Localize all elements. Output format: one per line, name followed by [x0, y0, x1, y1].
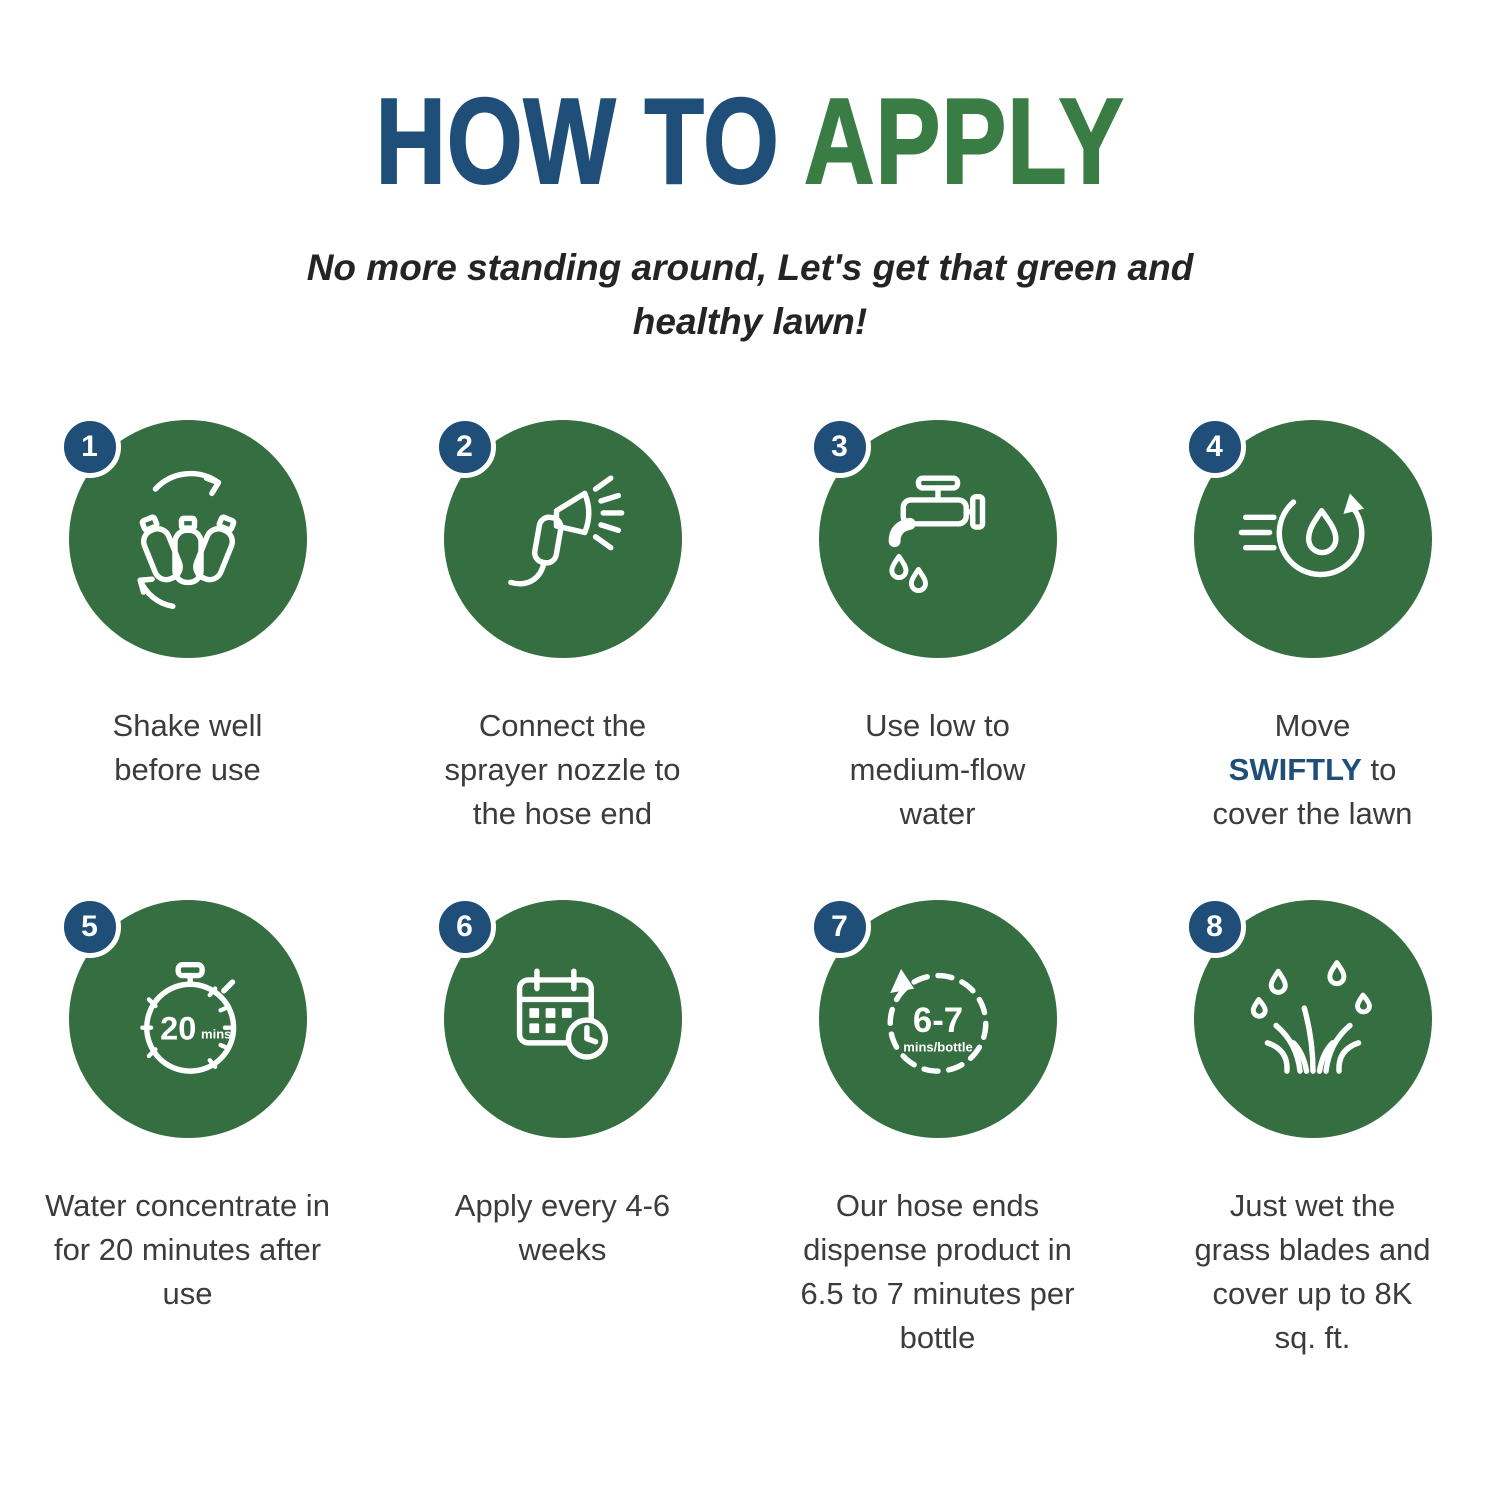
- step-caption: Use low to medium-flow water: [849, 708, 1026, 832]
- stopwatch-minutes-text: 20: [160, 1011, 196, 1047]
- step-8-icon-wrap: 8: [1183, 896, 1432, 1139]
- step-8: 8: [1125, 896, 1500, 1360]
- timer-mins-bottle-label: mins/bottle: [903, 1040, 972, 1055]
- step-icon-circle: [443, 420, 682, 659]
- sprayer-nozzle-icon: [507, 475, 624, 587]
- step-4-icon-wrap: 4: [1183, 416, 1432, 659]
- caption-emphasis: SWIFTLY: [1228, 752, 1362, 788]
- step-3-icon-wrap: 3: [808, 416, 1057, 659]
- step-6-icon-wrap: 6: [433, 896, 682, 1139]
- calendar-clock-icon: [516, 968, 608, 1060]
- step-6: 6: [375, 896, 750, 1360]
- step-caption: Apply every 4-6 weeks: [454, 1188, 671, 1268]
- step-caption: Connect the sprayer nozzle to the hose e…: [444, 708, 681, 832]
- steps-grid: 1 Shake well bef: [0, 416, 1500, 1360]
- stopwatch-icon: 20 mins: [139, 962, 236, 1075]
- grass-drops-icon: [1250, 960, 1372, 1075]
- step-5-icon-wrap: 5: [58, 896, 307, 1139]
- step-number-badge: 8: [1183, 896, 1246, 959]
- step-7-icon-wrap: 7 6-7 mins/bottle: [808, 896, 1057, 1139]
- step-caption: Water concentrate in for 20 minutes afte…: [45, 1188, 330, 1312]
- timer-icon: 6-7 mins/bottle: [887, 969, 988, 1075]
- title-how-to: HOW TO: [375, 73, 780, 209]
- stopwatch-mins-label: mins: [201, 1027, 231, 1042]
- timer-minutes-text: 6-7: [912, 1002, 962, 1040]
- step-caption: Just wet the grass blades and cover up t…: [1194, 1188, 1431, 1356]
- subtitle: No more standing around, Let's get that …: [306, 246, 1194, 342]
- step-4: 4 Move SWIFTLY to cover the law: [1125, 416, 1500, 836]
- step-caption: Shake well before use: [112, 708, 263, 788]
- step-number-badge: 3: [808, 416, 871, 479]
- step-number-badge: 1: [58, 416, 121, 479]
- step-number-badge: 6: [433, 896, 496, 959]
- shake-bottles-icon: [137, 471, 236, 610]
- swift-water-icon: [1238, 493, 1364, 578]
- step-caption: Move SWIFTLY to cover the lawn: [1209, 704, 1417, 836]
- step-caption: Our hose ends dispense product in 6.5 to…: [800, 1188, 1075, 1356]
- caption-suffix: to cover the lawn: [1212, 752, 1413, 832]
- step-5: 5: [0, 896, 375, 1360]
- caption-prefix: Move: [1274, 708, 1351, 744]
- step-icon-circle: 20 mins: [68, 900, 307, 1139]
- step-3: 3: [750, 416, 1125, 836]
- step-number-badge: 7: [808, 896, 871, 959]
- title-apply: APPLY: [803, 73, 1125, 209]
- page-title: HOW TO APPLY: [150, 77, 1350, 206]
- step-7: 7 6-7 mins/bottle Our hose ends dispense…: [750, 896, 1125, 1360]
- step-2: 2: [375, 416, 750, 836]
- step-number-badge: 2: [433, 416, 496, 479]
- step-2-icon-wrap: 2: [433, 416, 682, 659]
- step-1: 1 Shake well bef: [0, 416, 375, 836]
- step-number-badge: 4: [1183, 416, 1246, 479]
- step-number-badge: 5: [58, 896, 121, 959]
- faucet-icon: [888, 475, 985, 594]
- step-1-icon-wrap: 1: [58, 416, 307, 659]
